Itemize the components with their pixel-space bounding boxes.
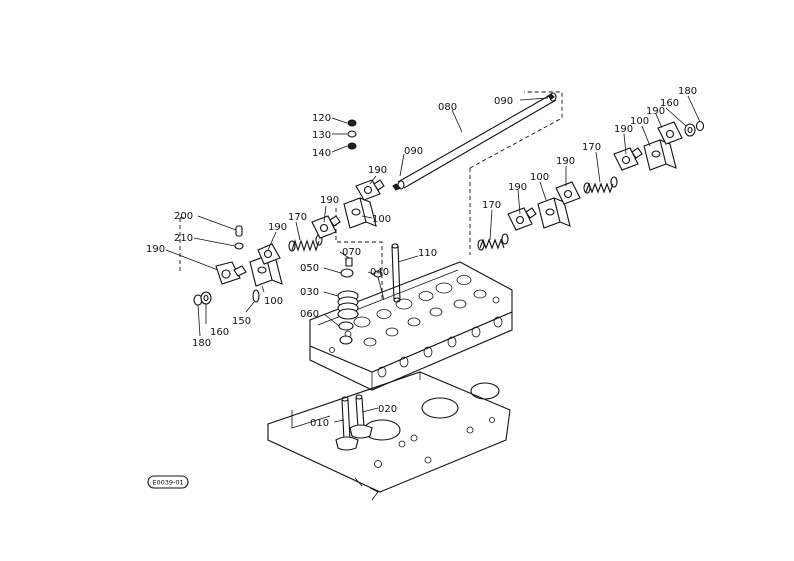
label-190-right-mid: 190 — [556, 156, 575, 167]
label-090-shaft-plug: 090 — [404, 146, 423, 157]
left-rocker-group — [193, 215, 341, 306]
label-190-left: 190 — [146, 244, 165, 255]
label-210: 210 — [174, 233, 193, 244]
bracket-left-box — [179, 217, 186, 272]
part-labels: 080 090 090 120 130 140 190 190 190 190 … — [146, 86, 697, 429]
label-200: 200 — [174, 211, 193, 222]
label-180-left: 180 — [192, 338, 211, 349]
label-160-right: 160 — [660, 98, 679, 109]
label-170-right-low: 170 — [482, 200, 501, 211]
label-060: 060 — [300, 309, 319, 320]
label-170-right-mid: 170 — [582, 142, 601, 153]
label-040: 040 — [370, 267, 389, 278]
label-180-right: 180 — [678, 86, 697, 97]
label-070: 070 — [342, 247, 361, 258]
label-190-right-low: 190 — [508, 182, 527, 193]
label-080: 080 — [438, 102, 457, 113]
label-190-left-mid: 190 — [268, 222, 287, 233]
label-190-center: 190 — [368, 165, 387, 176]
bracket-shaft-box — [469, 91, 563, 255]
label-190-right-top: 190 — [646, 106, 665, 117]
label-130: 130 — [312, 130, 331, 141]
rocker-shaft — [392, 92, 557, 191]
label-050: 050 — [300, 263, 319, 274]
label-190-left-top: 190 — [320, 195, 339, 206]
right-rocker-group — [477, 120, 705, 251]
label-170-left: 170 — [288, 212, 307, 223]
label-100-right-top: 100 — [630, 116, 649, 127]
cylinder-block — [267, 371, 511, 501]
label-030: 030 — [300, 287, 319, 298]
label-100-left: 100 — [264, 296, 283, 307]
label-110: 110 — [418, 248, 437, 259]
valves — [335, 394, 373, 451]
diagram-code-badge: E0039-01 — [147, 475, 189, 489]
label-160-left: 160 — [210, 327, 229, 338]
label-190-right-upper: 190 — [614, 124, 633, 135]
center-rocker-group — [337, 119, 401, 345]
label-100-right: 100 — [530, 172, 549, 183]
label-020: 020 — [378, 404, 397, 415]
leader-lines — [165, 95, 701, 423]
label-100-center: 100 — [372, 214, 391, 225]
label-010: 010 — [310, 418, 329, 429]
label-150: 150 — [232, 316, 251, 327]
label-120: 120 — [312, 113, 331, 124]
label-090-shaft-end: 090 — [494, 96, 513, 107]
diagram-code: E0039-01 — [152, 479, 183, 487]
label-140: 140 — [312, 148, 331, 159]
